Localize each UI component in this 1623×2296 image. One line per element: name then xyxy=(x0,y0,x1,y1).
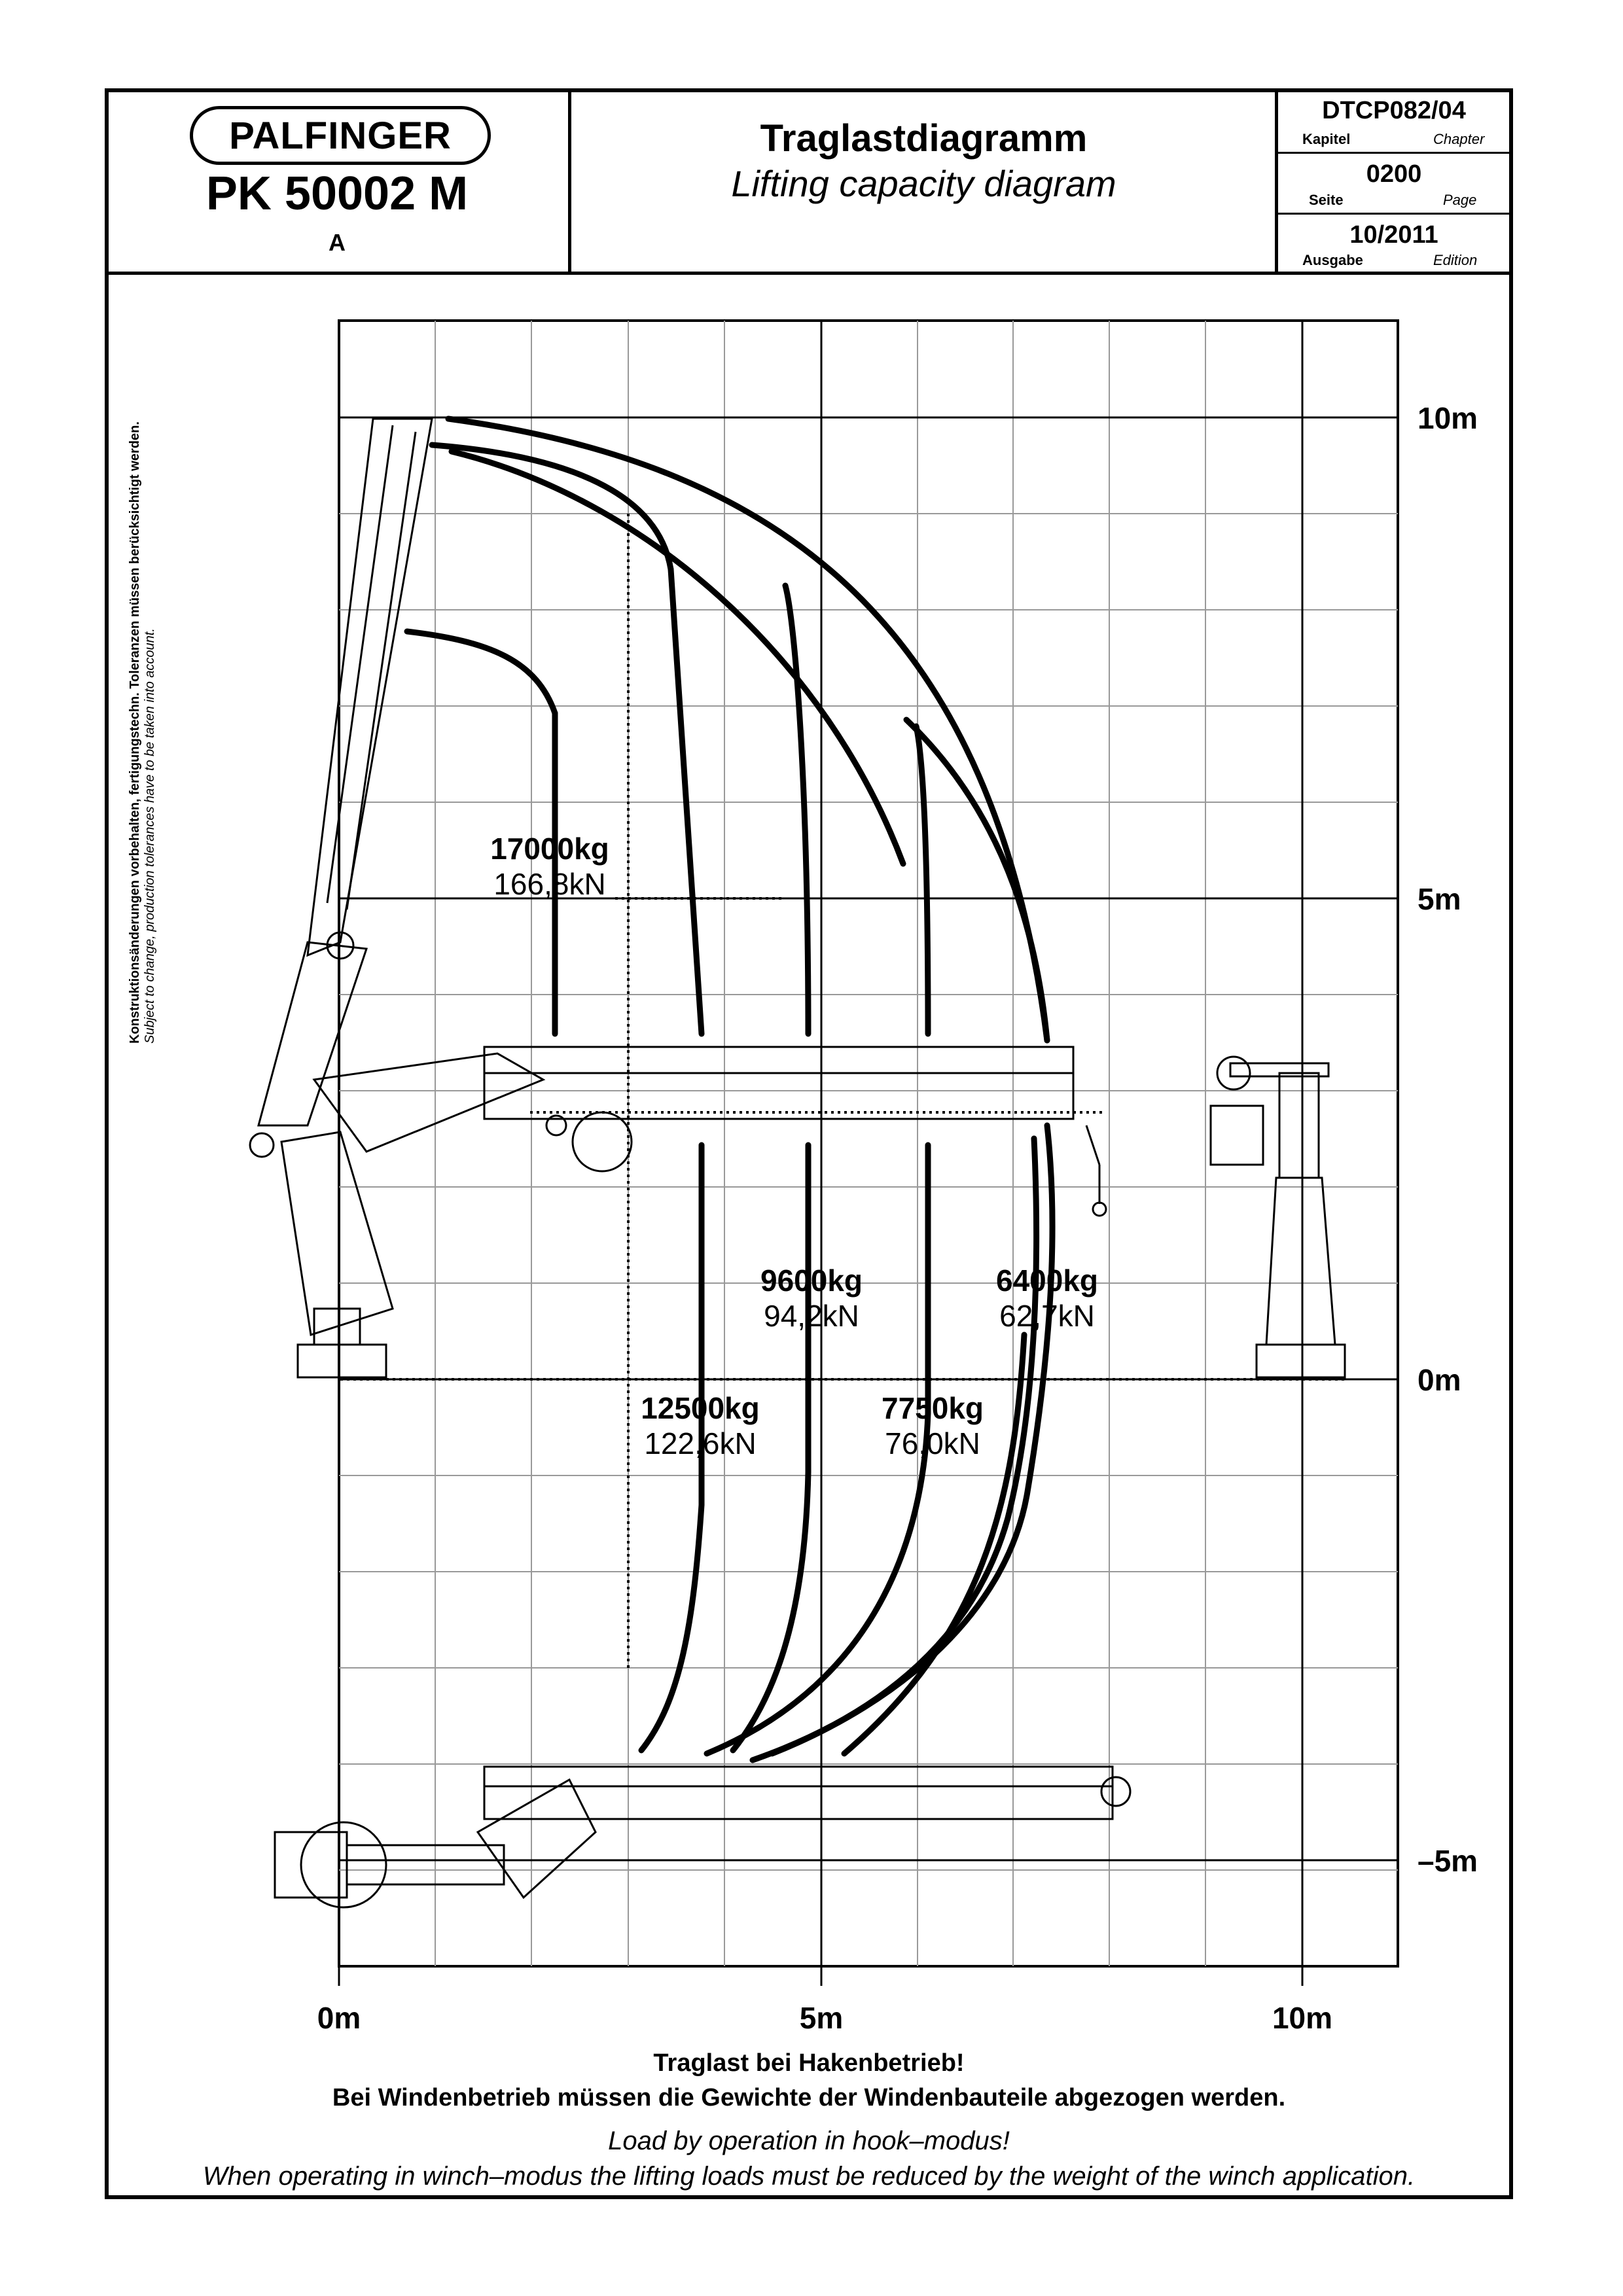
y-label-10m: 10m xyxy=(1418,401,1478,435)
page-value: 0200 xyxy=(1366,160,1422,188)
footer-de-line1: Traglast bei Hakenbetrieb! xyxy=(653,2049,965,2077)
load-kg: 17000kg xyxy=(490,832,609,866)
load-kg: 6400kg xyxy=(995,1263,1098,1298)
load-kn: 76,0kN xyxy=(885,1426,980,1460)
footer-de-line2: Bei Windenbetrieb müssen die Gewichte de… xyxy=(332,2084,1286,2111)
palfinger-logo: PALFINGER xyxy=(190,106,491,165)
header-divider xyxy=(105,272,1513,275)
edition-label-de: Ausgabe xyxy=(1302,252,1363,268)
y-label-5m: 5m xyxy=(1418,882,1461,916)
x-label-10m: 10m xyxy=(1272,2001,1332,2035)
y-label-neg5m: –5m xyxy=(1418,1844,1478,1878)
load-label-7750: 7750kg 76,0kN xyxy=(834,1390,1031,1461)
load-kg: 9600kg xyxy=(760,1263,863,1298)
load-label-9600: 9600kg 94,2kN xyxy=(713,1263,910,1333)
header-divider-right xyxy=(1275,88,1278,274)
title-english: Lifting capacity diagram xyxy=(731,163,1116,204)
model-name: PK 50002 M xyxy=(205,168,469,220)
chapter-label-de: Kapitel xyxy=(1302,131,1351,147)
crane-side-view xyxy=(249,417,1107,1379)
footer-en-line2: When operating in winch–modus the liftin… xyxy=(202,2162,1416,2191)
load-kg: 12500kg xyxy=(641,1391,760,1425)
crane-top-view xyxy=(274,1765,1132,1909)
x-label-5m: 5m xyxy=(800,2001,843,2035)
reach-curves xyxy=(404,415,1056,1763)
dotted-lines xyxy=(340,514,1348,1669)
chapter-label-en: Chapter xyxy=(1433,131,1485,147)
edition-label-en: Edition xyxy=(1433,252,1478,268)
x-label-0m: 0m xyxy=(317,2001,361,2035)
footer-en-line1: Load by operation in hook–modus! xyxy=(608,2127,1010,2155)
load-kn: 122,6kN xyxy=(644,1426,757,1460)
load-label-12500: 12500kg 122,6kN xyxy=(602,1390,798,1461)
load-kn: 62,7kN xyxy=(999,1299,1095,1333)
page-frame xyxy=(105,88,1513,2199)
title-german: Traglastdiagramm xyxy=(760,117,1088,160)
model-variant: A xyxy=(329,229,346,256)
diagram-grid xyxy=(338,319,1399,1986)
load-label-6400: 6400kg 62,7kN xyxy=(949,1263,1145,1333)
crane-front-view xyxy=(1209,1055,1346,1379)
header-row-divider-2 xyxy=(1275,213,1513,215)
chapter-value: DTCP082/04 xyxy=(1322,97,1466,124)
load-kn: 94,2kN xyxy=(764,1299,859,1333)
header-row-divider-1 xyxy=(1275,152,1513,154)
load-kg: 7750kg xyxy=(881,1391,984,1425)
y-label-0m: 0m xyxy=(1418,1363,1461,1397)
page-label-de: Seite xyxy=(1309,192,1344,208)
edition-value: 10/2011 xyxy=(1349,221,1438,249)
load-kn: 166,8kN xyxy=(493,867,606,901)
load-label-17000: 17000kg 166,8kN xyxy=(452,831,648,902)
header-divider-left xyxy=(568,88,571,274)
page-label-en: Page xyxy=(1443,192,1477,208)
